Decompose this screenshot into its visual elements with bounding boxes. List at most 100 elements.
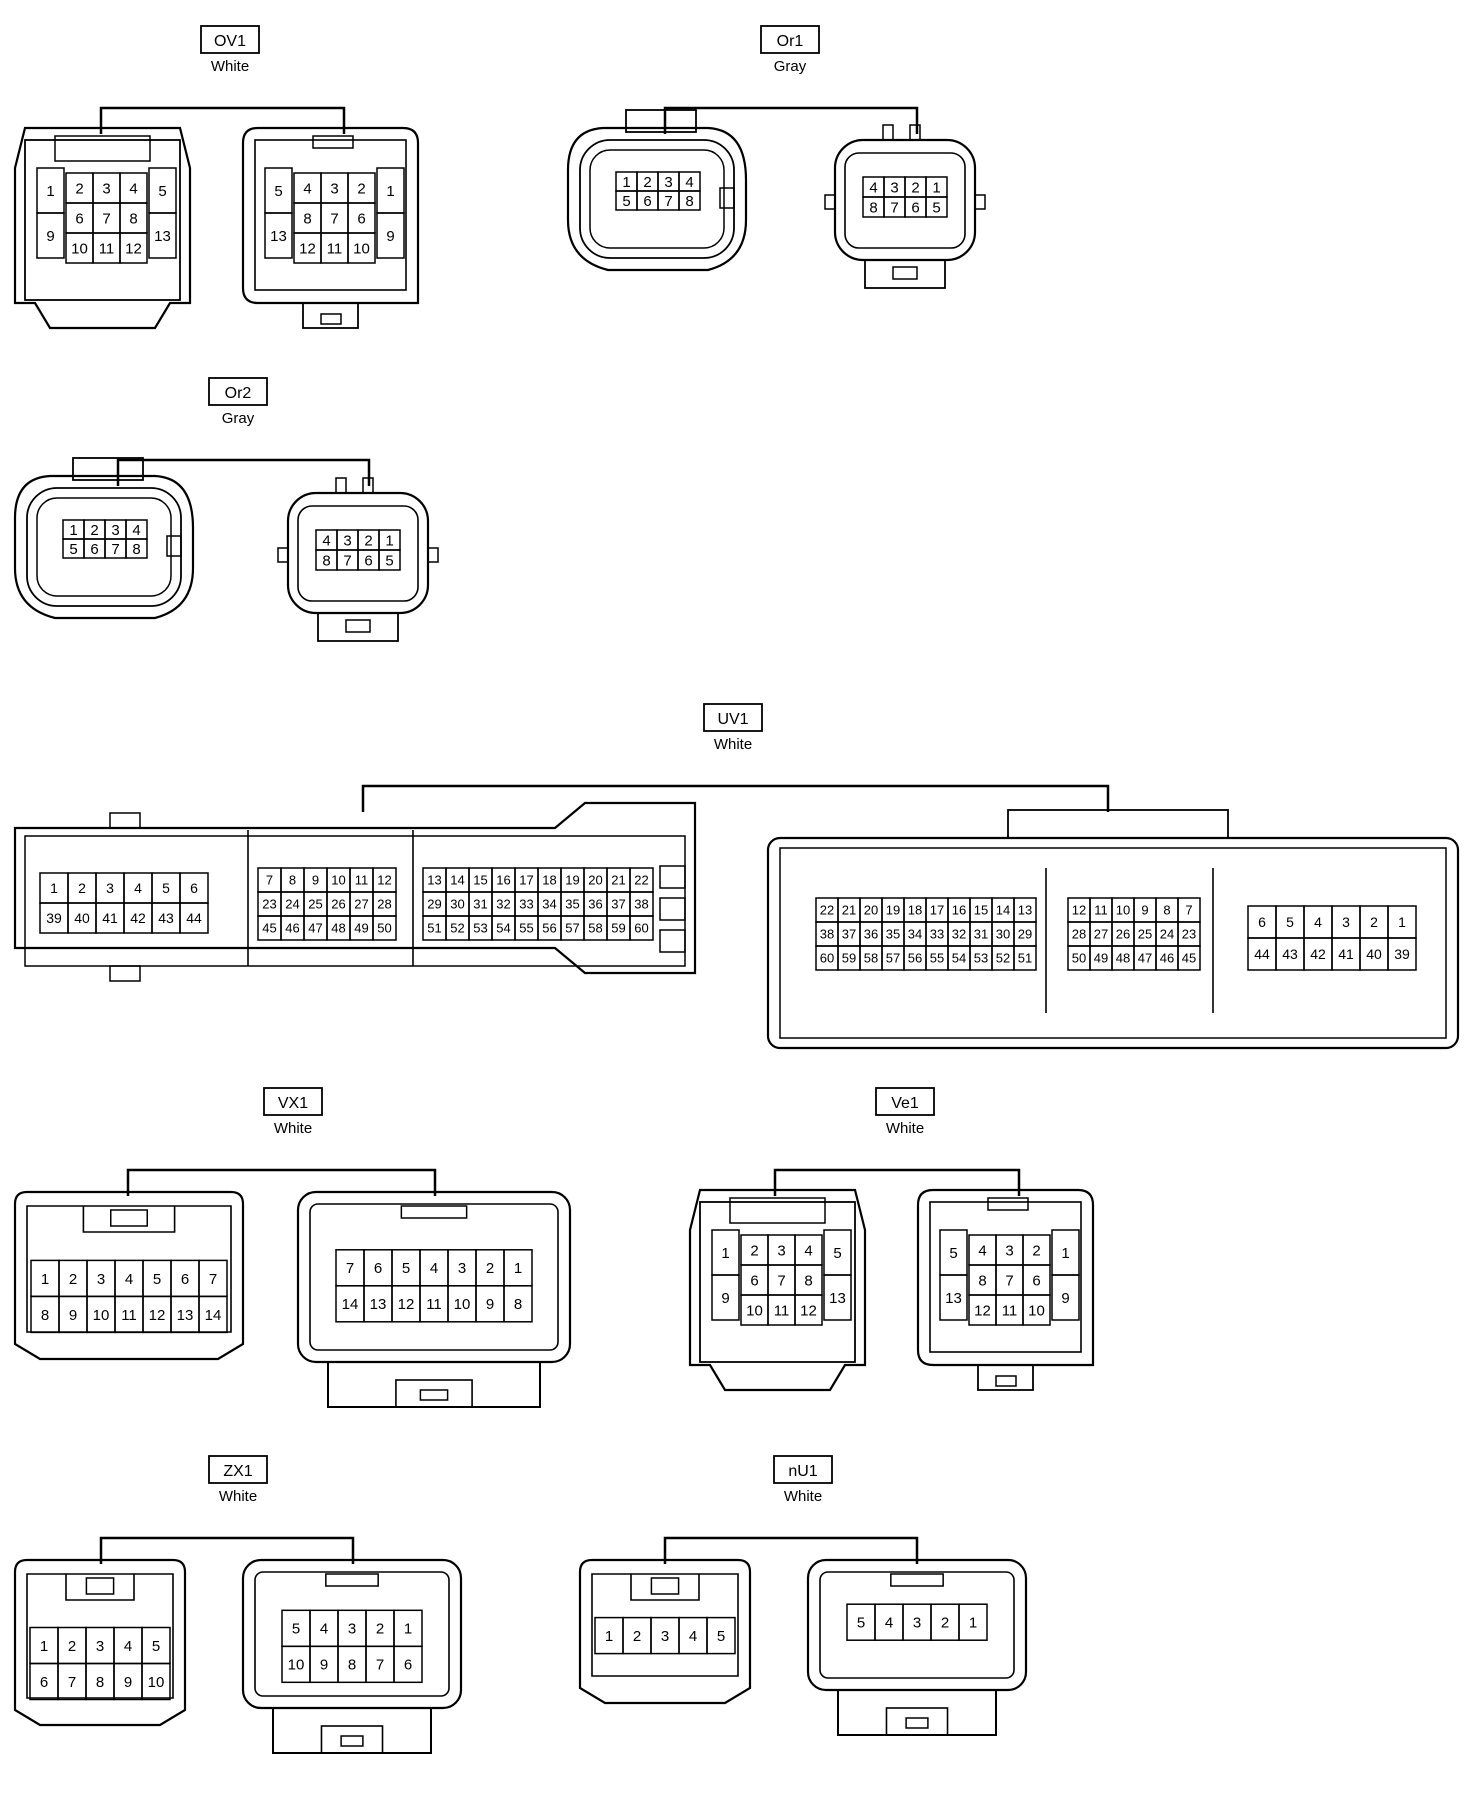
terminal-cavity [939, 1274, 968, 1321]
terminal-number: 47 [308, 921, 322, 936]
connector-color: White [714, 736, 752, 753]
terminal-number: 7 [664, 193, 672, 210]
terminal-cavity [1013, 945, 1037, 971]
terminal-number: 41 [102, 910, 118, 926]
terminal-number: 21 [611, 873, 625, 888]
terminal-number: 20 [864, 903, 878, 918]
terminal-number: 13 [945, 1290, 962, 1307]
terminal-number: 1 [46, 183, 54, 200]
terminal-number: 7 [111, 541, 119, 558]
terminal-cavity [958, 1603, 988, 1641]
terminal-number: 26 [331, 897, 345, 912]
terminal-number: 1 [932, 179, 940, 196]
terminal-number: 40 [1366, 946, 1382, 962]
terminal-number: 3 [1342, 914, 1350, 930]
terminal-number: 17 [519, 873, 533, 888]
terminal-number: 9 [46, 228, 54, 245]
terminal-number: 24 [1160, 927, 1174, 942]
connector-id-box [208, 377, 268, 406]
terminal-number: 2 [486, 1260, 494, 1277]
terminal-number: 54 [952, 951, 966, 966]
terminal-number: 13 [154, 228, 171, 245]
terminal-cavity [503, 1285, 533, 1323]
terminal-number: 8 [348, 1657, 356, 1674]
connector-color: Gray [222, 410, 255, 427]
terminal-cavity [794, 1294, 823, 1326]
terminal-number: 32 [952, 927, 966, 942]
terminal-number: 8 [96, 1674, 104, 1691]
terminal-number: 11 [355, 873, 369, 888]
terminal-number: 8 [41, 1307, 49, 1324]
terminal-number: 36 [864, 927, 878, 942]
terminal-number: 1 [50, 880, 58, 896]
terminal-number: 3 [97, 1271, 105, 1288]
terminal-number: 14 [996, 903, 1010, 918]
terminal-number: 50 [377, 921, 391, 936]
terminal-number: 3 [1005, 1242, 1013, 1259]
terminal-number: 2 [68, 1638, 76, 1655]
terminal-number: 29 [427, 897, 441, 912]
connector-id: Or1 [777, 33, 804, 50]
terminal-number: 3 [458, 1260, 466, 1277]
terminal-number: 8 [303, 210, 311, 227]
terminal-number: 4 [125, 1271, 133, 1288]
terminal-number: 8 [129, 210, 137, 227]
terminal-cavity [1387, 937, 1417, 971]
terminal-number: 1 [1061, 1245, 1069, 1262]
terminal-number: 10 [288, 1657, 305, 1674]
terminal-number: 4 [885, 1615, 893, 1632]
terminal-number: 5 [833, 1245, 841, 1262]
terminal-number: 2 [69, 1271, 77, 1288]
terminal-number: 1 [721, 1245, 729, 1262]
terminal-number: 3 [913, 1615, 921, 1632]
terminal-number: 38 [820, 927, 834, 942]
terminal-number: 22 [634, 873, 648, 888]
terminal-number: 53 [974, 951, 988, 966]
terminal-number: 4 [804, 1242, 812, 1259]
terminal-number: 35 [886, 927, 900, 942]
terminal-number: 18 [542, 873, 556, 888]
terminal-number: 19 [565, 873, 579, 888]
terminal-number: 25 [1138, 927, 1152, 942]
terminal-number: 60 [634, 921, 648, 936]
terminal-number: 33 [930, 927, 944, 942]
view-bracket [126, 1168, 437, 1196]
terminal-number: 3 [106, 880, 114, 896]
terminal-number: 34 [908, 927, 922, 942]
terminal-number: 10 [71, 240, 88, 257]
terminal-number: 12 [800, 1302, 817, 1319]
terminal-number: 11 [426, 1296, 442, 1313]
terminal-number: 2 [90, 522, 98, 539]
terminal-number: 2 [78, 880, 86, 896]
terminal-number: 2 [643, 174, 651, 191]
terminal-number: 11 [327, 240, 343, 257]
terminal-number: 5 [162, 880, 170, 896]
terminal-number: 28 [1072, 927, 1086, 942]
terminal-number: 13 [270, 228, 287, 245]
terminal-number: 3 [348, 1621, 356, 1638]
terminal-number: 1 [69, 522, 77, 539]
connector-id-box [263, 1087, 323, 1116]
terminal-number: 21 [842, 903, 856, 918]
terminal-cavity [119, 232, 148, 264]
terminal-cavity [198, 1295, 228, 1334]
terminal-number: 8 [1163, 903, 1170, 918]
connector-id: Or2 [225, 385, 252, 402]
terminal-cavity [629, 915, 654, 941]
terminal-number: 2 [364, 532, 372, 549]
view-bracket [99, 106, 346, 134]
terminal-number: 45 [1182, 951, 1196, 966]
terminal-number: 12 [299, 240, 316, 257]
terminal-number: 11 [1094, 903, 1108, 918]
terminal-number: 38 [634, 897, 648, 912]
terminal-number: 1 [40, 1638, 48, 1655]
terminal-number: 9 [124, 1674, 132, 1691]
terminal-number: 6 [750, 1272, 758, 1289]
terminal-number: 9 [312, 873, 319, 888]
